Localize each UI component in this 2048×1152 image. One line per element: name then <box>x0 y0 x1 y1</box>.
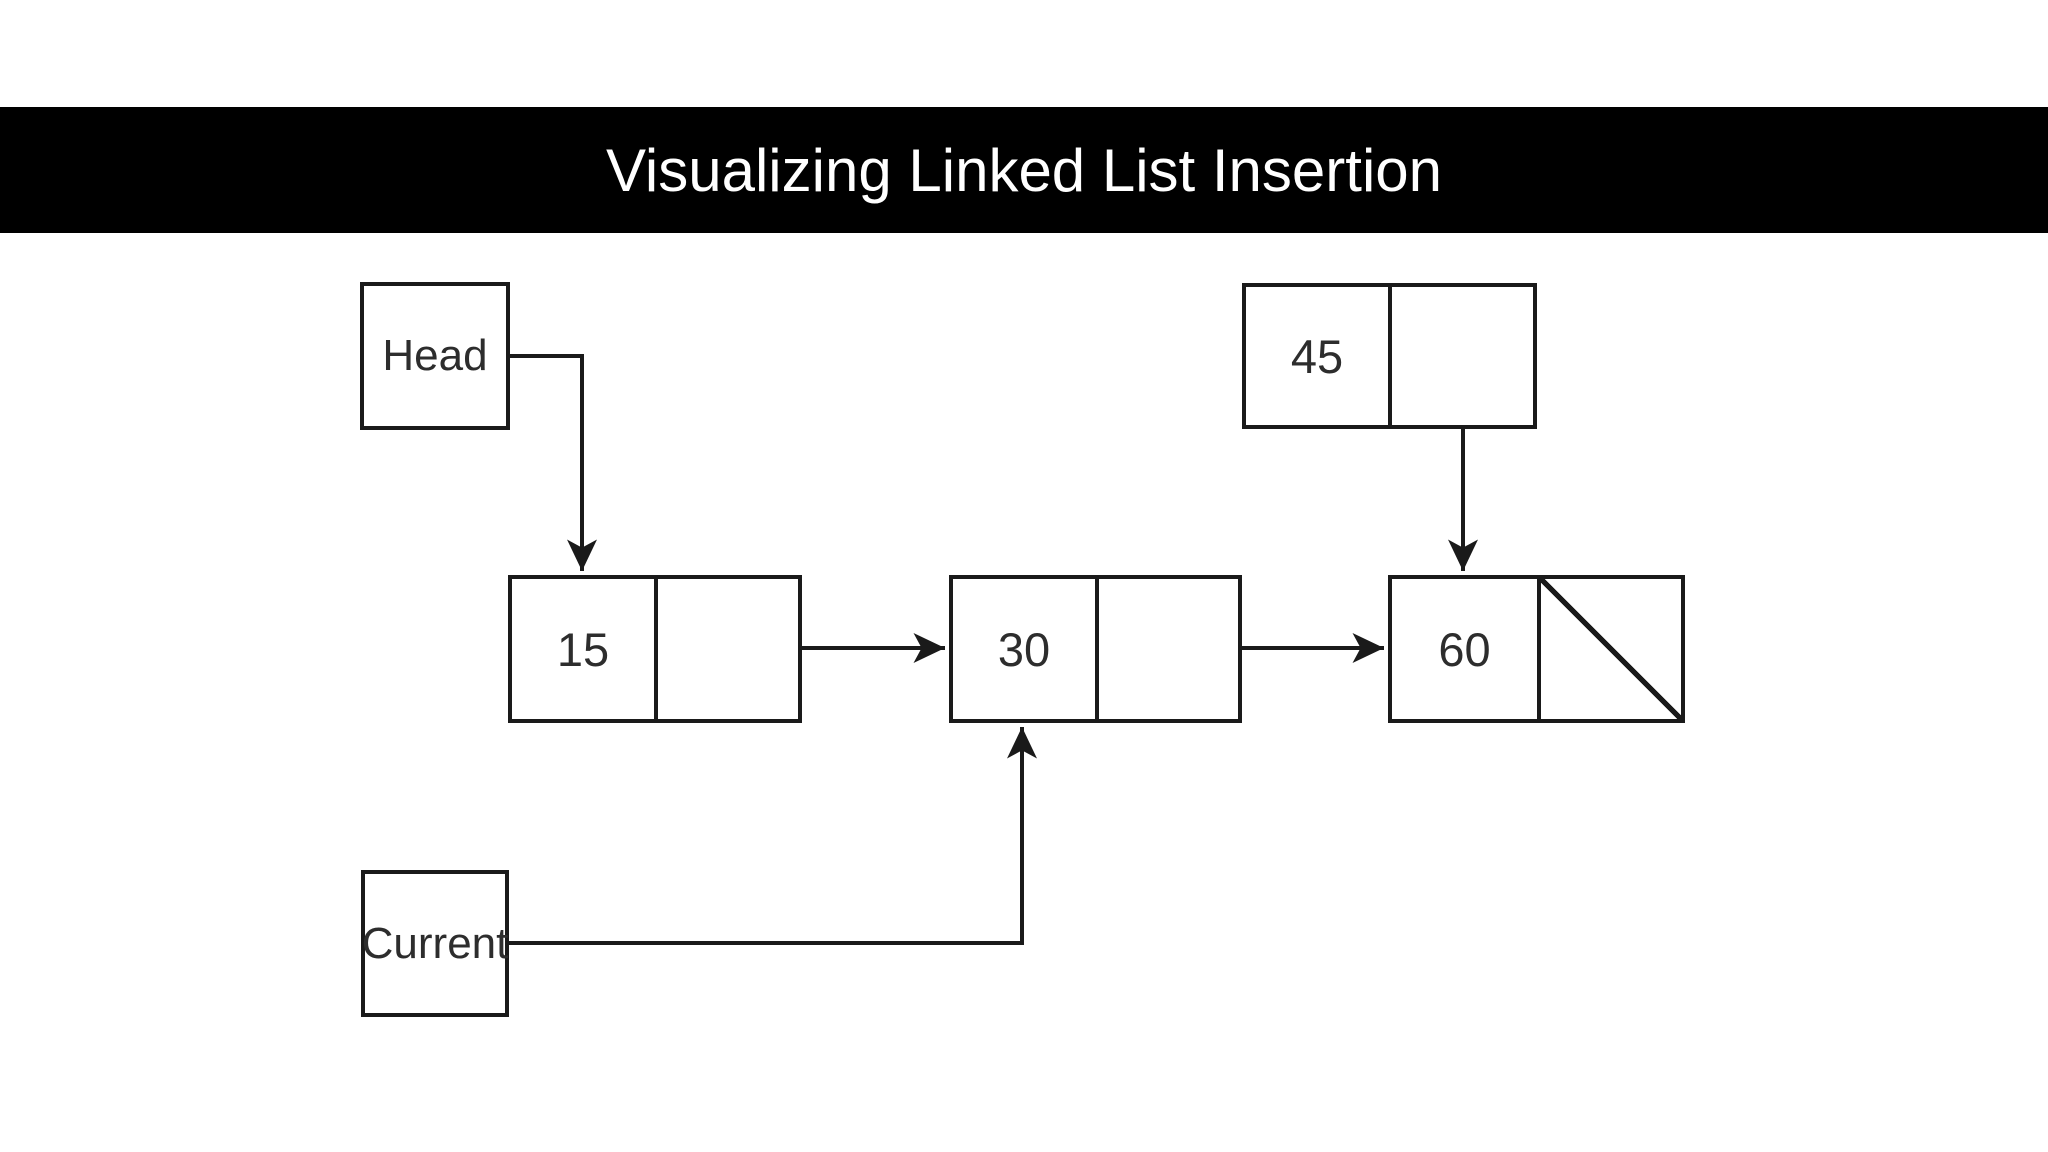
node-30-value-cell: 30 <box>953 579 1099 719</box>
node-60-value: 60 <box>1438 622 1491 676</box>
node-15-pointer-cell <box>658 579 798 719</box>
current-pointer-box: Current <box>361 870 509 1017</box>
title-banner: Visualizing Linked List Insertion <box>0 107 2048 233</box>
node-15-value-cell: 15 <box>512 579 658 719</box>
node-60-value-cell: 60 <box>1392 579 1541 719</box>
node-45-pointer-cell <box>1392 287 1533 425</box>
arrow-head-to-node-15 <box>510 354 597 571</box>
list-node-60: 60 <box>1388 575 1685 723</box>
current-pointer-label: Current <box>361 918 509 968</box>
list-node-15: 15 <box>508 575 802 723</box>
node-45-value: 45 <box>1290 329 1344 383</box>
arrow-current-to-node-30 <box>509 727 1037 945</box>
head-pointer-box: Head <box>360 282 510 430</box>
node-15-value: 15 <box>556 622 610 676</box>
list-node-30: 30 <box>949 575 1242 723</box>
node-30-pointer-cell <box>1099 579 1238 719</box>
head-pointer-label: Head <box>382 331 488 380</box>
node-60-null-pointer-diagonal <box>1541 579 1681 719</box>
node-45-value-cell: 45 <box>1246 287 1392 425</box>
list-node-45: 45 <box>1242 283 1537 429</box>
page-title: Visualizing Linked List Insertion <box>605 136 1443 204</box>
node-30-value: 30 <box>997 622 1051 676</box>
